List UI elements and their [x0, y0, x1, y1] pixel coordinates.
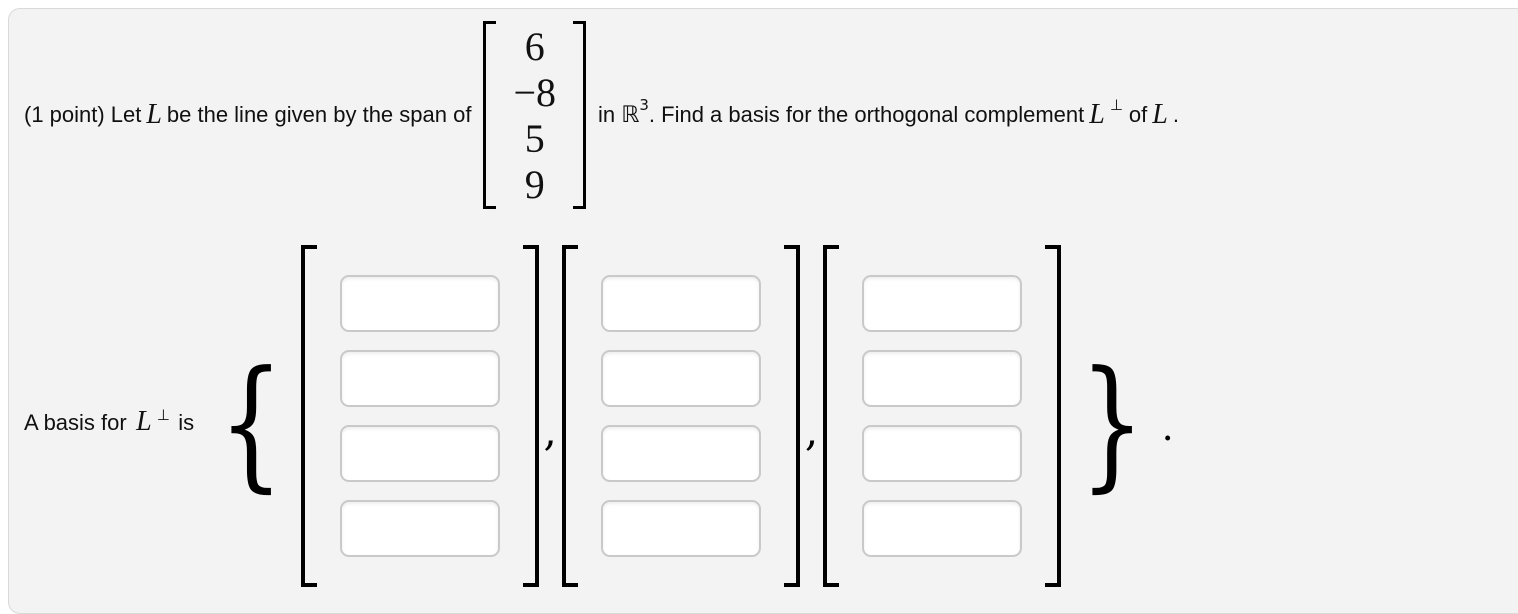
matrix-left-bracket: [483, 21, 497, 209]
vector-1-left-bracket: [300, 245, 317, 587]
answer-row: A basis for L⊥ is { , ,: [24, 245, 1174, 587]
basis-vector-3-entry-4-input[interactable]: [862, 500, 1023, 557]
basis-vector-2-entry-1-input[interactable]: [600, 275, 761, 332]
final-period: .: [1161, 405, 1174, 449]
answer-label-prefix: A basis for: [24, 410, 127, 435]
matrix-entry-2: −8: [513, 69, 557, 115]
text-span-of: be the line given by the span of: [166, 102, 472, 127]
basis-vector-3: [823, 245, 1062, 587]
matrix-column: 6 −8 5 9: [496, 21, 573, 209]
span-vector-matrix: 6 −8 5 9: [483, 21, 587, 209]
problem-panel: [8, 8, 1518, 614]
vector-2-column: [578, 245, 784, 587]
perp-symbol: ⊥: [1109, 96, 1123, 114]
matrix-right-bracket: [573, 21, 587, 209]
vector-2-right-bracket: [783, 245, 800, 587]
text-let: Let: [110, 102, 142, 127]
basis-vector-1-entry-3-input[interactable]: [339, 425, 500, 482]
basis-vector-1-entry-1-input[interactable]: [339, 275, 500, 332]
answer-label-suffix: is: [178, 410, 195, 435]
text-of: of: [1128, 102, 1148, 127]
answer-label: A basis for L⊥ is: [24, 406, 194, 438]
matrix-entry-1: 6: [524, 23, 545, 69]
basis-vector-1-entry-2-input[interactable]: [339, 350, 500, 407]
basis-vector-2-entry-2-input[interactable]: [600, 350, 761, 407]
basis-vector-1: [300, 245, 539, 587]
text-in: in: [598, 102, 616, 127]
basis-vector-3-entry-1-input[interactable]: [862, 275, 1023, 332]
vector-separator-comma-2: ,: [804, 406, 819, 455]
vector-2-left-bracket: [561, 245, 578, 587]
math-var-L-perp: L: [1089, 99, 1105, 130]
math-var-L: L: [146, 99, 162, 130]
vector-1-right-bracket: [522, 245, 539, 587]
basis-vector-2: [561, 245, 800, 587]
vector-separator-comma-1: ,: [543, 406, 557, 455]
math-var-L-end: L: [1152, 99, 1168, 130]
reals-symbol: ℝ: [621, 102, 640, 128]
basis-vector-2-entry-3-input[interactable]: [600, 425, 761, 482]
problem-statement: (1 point) Let L be the line given by the…: [24, 8, 1179, 222]
answer-var-L: L: [136, 406, 152, 437]
answer-perp-symbol: ⊥: [156, 406, 170, 424]
close-brace: }: [1079, 340, 1145, 506]
vector-3-right-bracket: [1045, 245, 1062, 587]
reals-exponent: 3: [639, 96, 649, 114]
open-brace: {: [218, 340, 284, 506]
basis-vector-3-entry-2-input[interactable]: [862, 350, 1023, 407]
vector-3-column: [839, 245, 1045, 587]
basis-vector-2-entry-4-input[interactable]: [600, 500, 761, 557]
vector-1-column: [317, 245, 523, 587]
basis-vector-1-entry-4-input[interactable]: [339, 500, 500, 557]
matrix-entry-4: 9: [524, 161, 545, 207]
basis-vector-3-entry-3-input[interactable]: [862, 425, 1023, 482]
vector-3-left-bracket: [823, 245, 840, 587]
matrix-entry-3: 5: [524, 115, 545, 161]
sentence-period: .: [1172, 102, 1179, 127]
text-find-basis: . Find a basis for the orthogonal comple…: [648, 102, 1085, 127]
points-label: (1 point): [24, 102, 105, 127]
